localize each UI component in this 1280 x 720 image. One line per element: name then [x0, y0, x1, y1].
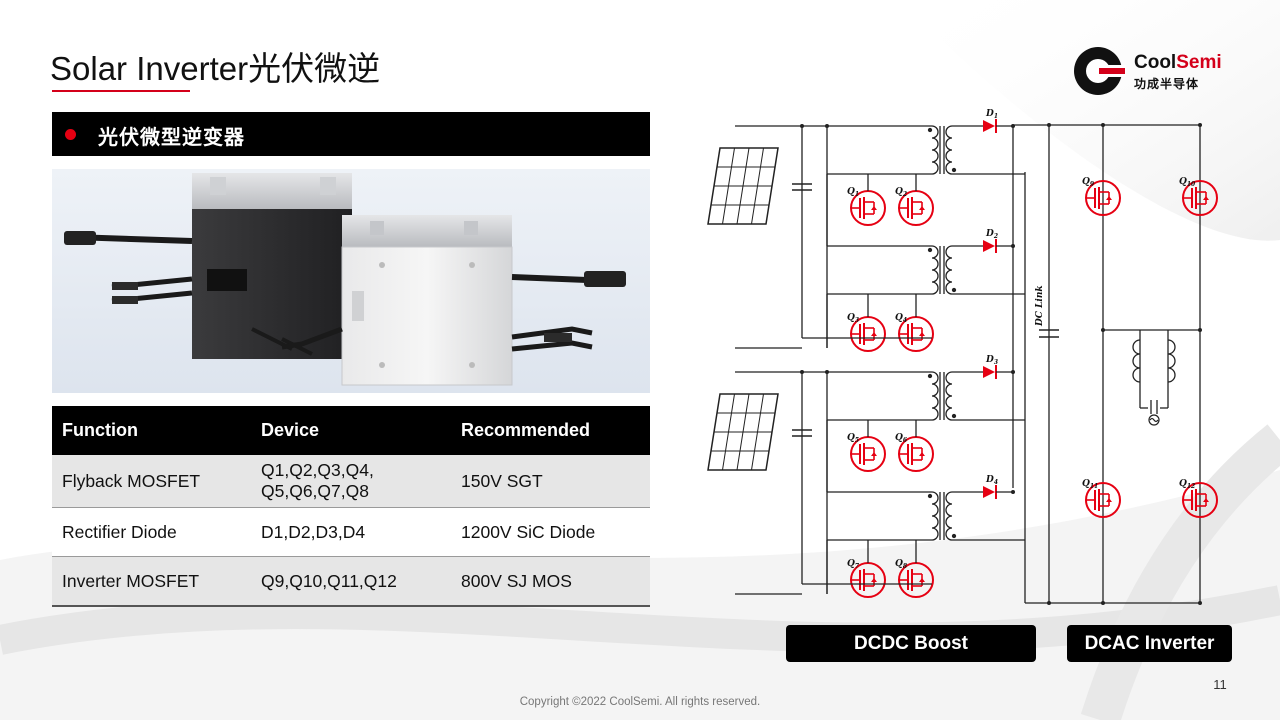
header-device: Device — [251, 406, 451, 455]
logo-wordmark: CoolSemi — [1134, 52, 1222, 73]
diode-d4: D4 — [983, 475, 998, 499]
cell-function: Rectifier Diode — [52, 507, 251, 557]
cell-device: Q9,Q10,Q11,Q12 — [251, 556, 451, 607]
mosfet-label: Q10 — [1179, 177, 1196, 188]
diode-d2: D2 — [983, 229, 998, 253]
header-function: Function — [52, 406, 251, 455]
title-underline — [52, 90, 190, 92]
diode-label: D2 — [985, 229, 998, 240]
bullet-dot-icon — [65, 129, 76, 140]
table-row: Rectifier Diode D1,D2,D3,D4 1200V SiC Di… — [52, 507, 650, 557]
mosfet-q10: Q10 — [1179, 177, 1218, 216]
mosfet-label: Q7 — [847, 559, 860, 570]
mosfet-q3: Q3 — [847, 313, 886, 352]
mosfet-label: Q8 — [895, 559, 908, 570]
copyright-text: Copyright ©2022 CoolSemi. All rights res… — [519, 696, 761, 708]
logo-mark-icon — [1074, 47, 1126, 95]
microinverter-photo — [52, 169, 650, 393]
dcac-inverter-label: DCAC Inverter — [1067, 625, 1232, 662]
mosfet-label: Q3 — [847, 313, 859, 324]
page-number: 11 — [1213, 677, 1227, 692]
cell-recommended: 150V SGT — [451, 455, 650, 508]
mosfet-q1: Q1 — [847, 187, 886, 226]
section-header: 光伏微型逆变器 — [52, 112, 650, 156]
diode-d3: D3 — [983, 355, 998, 379]
cell-function: Flyback MOSFET — [52, 455, 251, 508]
mosfet-q7: Q7 — [847, 559, 886, 598]
diode-d1: D1 — [983, 109, 998, 133]
diode-label: D3 — [985, 355, 998, 366]
transformer-icon — [927, 491, 957, 541]
transformer-icon — [927, 371, 957, 421]
ac-source-icon — [1148, 414, 1160, 426]
mosfet-q8: Q8 — [895, 559, 934, 598]
input-capacitor-icon — [792, 429, 812, 437]
mosfet-label: Q6 — [895, 433, 908, 444]
diode-label: D4 — [985, 475, 998, 486]
input-capacitor-icon — [792, 183, 812, 191]
transformer-icon — [927, 125, 957, 175]
solar-panel-icon — [707, 393, 779, 471]
mosfet-label: Q4 — [895, 313, 907, 324]
transformer-icon — [927, 245, 957, 295]
diode-label: D1 — [985, 109, 998, 120]
mosfet-label: Q1 — [847, 187, 859, 198]
mosfet-q12: Q12 — [1179, 479, 1218, 518]
section-title: 光伏微型逆变器 — [98, 127, 245, 149]
cell-device: Q1,Q2,Q3,Q4, Q5,Q6,Q7,Q8 — [251, 455, 451, 508]
mosfet-label: Q2 — [895, 187, 907, 198]
cell-recommended: 1200V SiC Diode — [451, 507, 650, 557]
dc-link-capacitor-icon — [1039, 329, 1059, 338]
cell-recommended: 800V SJ MOS — [451, 556, 650, 607]
cell-device: D1,D2,D3,D4 — [251, 507, 451, 557]
output-capacitor-icon — [1150, 400, 1158, 414]
coolsemi-logo: CoolSemi 功成半导体 — [1072, 44, 1242, 98]
mosfet-q6: Q6 — [895, 433, 934, 472]
logo-subtitle: 功成半导体 — [1134, 77, 1200, 91]
mosfet-label: Q12 — [1179, 479, 1195, 490]
mosfet-q5: Q5 — [847, 433, 886, 472]
mosfet-label: Q5 — [847, 433, 859, 444]
table-row: Inverter MOSFET Q9,Q10,Q11,Q12 800V SJ M… — [52, 556, 650, 607]
slide-title: Solar Inverter光伏微逆 — [50, 50, 381, 87]
mosfet-label: Q11 — [1082, 479, 1098, 490]
solar-panel-icon — [707, 147, 779, 225]
mosfet-q11: Q11 — [1082, 479, 1121, 518]
dcdc-boost-label: DCDC Boost — [786, 625, 1036, 662]
header-recommended: Recommended — [451, 406, 650, 455]
spec-table: Function Device Recommended Flyback MOSF… — [52, 406, 650, 607]
table-header-row: Function Device Recommended — [52, 406, 650, 455]
mosfet-q4: Q4 — [895, 313, 934, 352]
output-inductor-icon — [1132, 339, 1176, 383]
mosfet-q9: Q9 — [1082, 177, 1121, 216]
cell-function: Inverter MOSFET — [52, 556, 251, 607]
dc-link-label: DC Link — [1035, 285, 1045, 327]
table-row: Flyback MOSFET Q1,Q2,Q3,Q4, Q5,Q6,Q7,Q8 … — [52, 455, 650, 508]
mosfet-q2: Q2 — [895, 187, 934, 226]
mosfet-label: Q9 — [1082, 177, 1095, 188]
